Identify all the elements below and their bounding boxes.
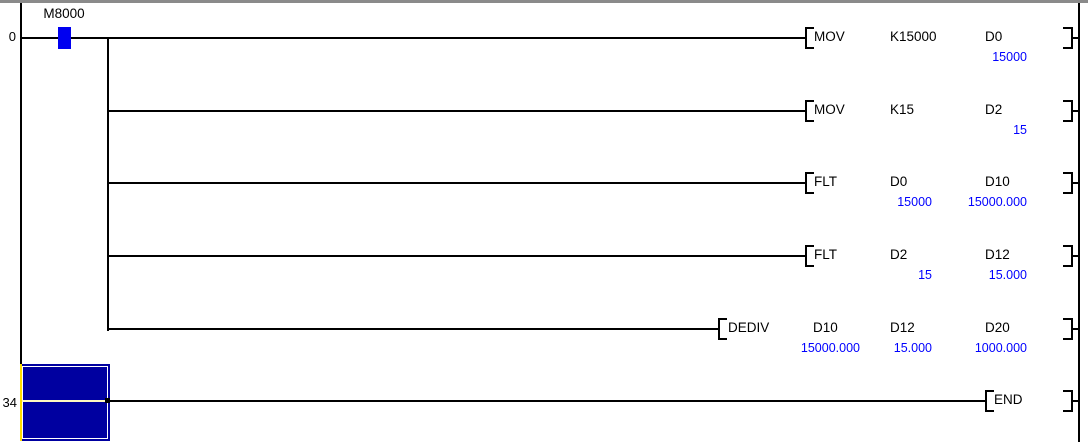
wire-segment	[1073, 328, 1078, 330]
instruction-mnemonic[interactable]: END	[994, 392, 1023, 407]
monitor-value: 15000	[897, 195, 932, 209]
operand-device[interactable]: D10	[813, 320, 838, 335]
monitor-value: 15	[918, 268, 932, 282]
contact-m8000-energized[interactable]	[58, 27, 71, 49]
monitor-value: 1000.000	[974, 341, 1027, 355]
instruction-right-bracket	[1063, 27, 1073, 49]
instruction-mnemonic[interactable]: FLT	[814, 247, 837, 262]
wire-segment	[1073, 37, 1078, 39]
contact-device-label: M8000	[43, 6, 85, 21]
instruction-mnemonic[interactable]: DEDIV	[728, 320, 770, 335]
monitor-value: 15000	[992, 50, 1027, 64]
wire-segment	[109, 110, 805, 112]
right-power-rail	[1078, 3, 1080, 442]
instruction-right-bracket	[1063, 245, 1073, 267]
edit-cursor-selection[interactable]	[20, 364, 110, 441]
operand-device[interactable]: K15000	[890, 29, 937, 44]
operand-device[interactable]: D0	[985, 29, 1003, 44]
instruction-right-bracket	[1063, 390, 1073, 412]
monitor-value: 15000.000	[967, 195, 1027, 209]
wire-segment	[109, 255, 805, 257]
monitor-value: 15000.000	[800, 341, 860, 355]
monitor-value: 15.000	[893, 341, 932, 355]
left-power-rail	[20, 3, 22, 364]
wire-segment	[22, 37, 58, 39]
instruction-mnemonic[interactable]: FLT	[814, 174, 837, 189]
instruction-left-bracket	[805, 100, 814, 122]
wire-segment	[71, 37, 805, 39]
highlighted-left-rail-segment	[20, 364, 22, 441]
operand-device[interactable]: D0	[890, 174, 908, 189]
wire-segment	[1073, 110, 1078, 112]
wire-segment	[1073, 255, 1078, 257]
operand-device[interactable]: D12	[985, 247, 1010, 262]
wire-junction	[105, 398, 110, 403]
wire-segment	[1073, 182, 1078, 184]
operand-device[interactable]: D20	[985, 320, 1010, 335]
instruction-left-bracket	[805, 172, 814, 194]
monitor-value: 15.000	[988, 268, 1027, 282]
operand-device[interactable]: D12	[890, 320, 915, 335]
rung-step-number: 34	[2, 395, 17, 410]
wire-segment	[109, 182, 805, 184]
wire-segment	[109, 328, 718, 330]
instruction-left-bracket	[985, 390, 994, 412]
wire-segment	[1073, 400, 1078, 402]
branch-wire	[107, 37, 109, 331]
instruction-left-bracket	[718, 318, 727, 340]
rung-step-number: 0	[8, 29, 16, 44]
cursor-inner-highlight	[22, 366, 108, 439]
top-splitter-bar	[0, 0, 1088, 3]
monitor-value: 15	[1013, 123, 1027, 137]
instruction-right-bracket	[1063, 172, 1073, 194]
operand-device[interactable]: K15	[890, 102, 915, 117]
instruction-left-bracket	[805, 245, 814, 267]
instruction-left-bracket	[805, 27, 814, 49]
operand-device[interactable]: D2	[985, 102, 1003, 117]
instruction-right-bracket	[1063, 318, 1073, 340]
instruction-mnemonic[interactable]: MOV	[814, 102, 845, 117]
highlighted-wire-segment	[22, 400, 106, 402]
instruction-mnemonic[interactable]: MOV	[814, 29, 845, 44]
operand-device[interactable]: D2	[890, 247, 908, 262]
wire-segment	[110, 400, 985, 402]
operand-device[interactable]: D10	[985, 174, 1010, 189]
instruction-right-bracket	[1063, 100, 1073, 122]
